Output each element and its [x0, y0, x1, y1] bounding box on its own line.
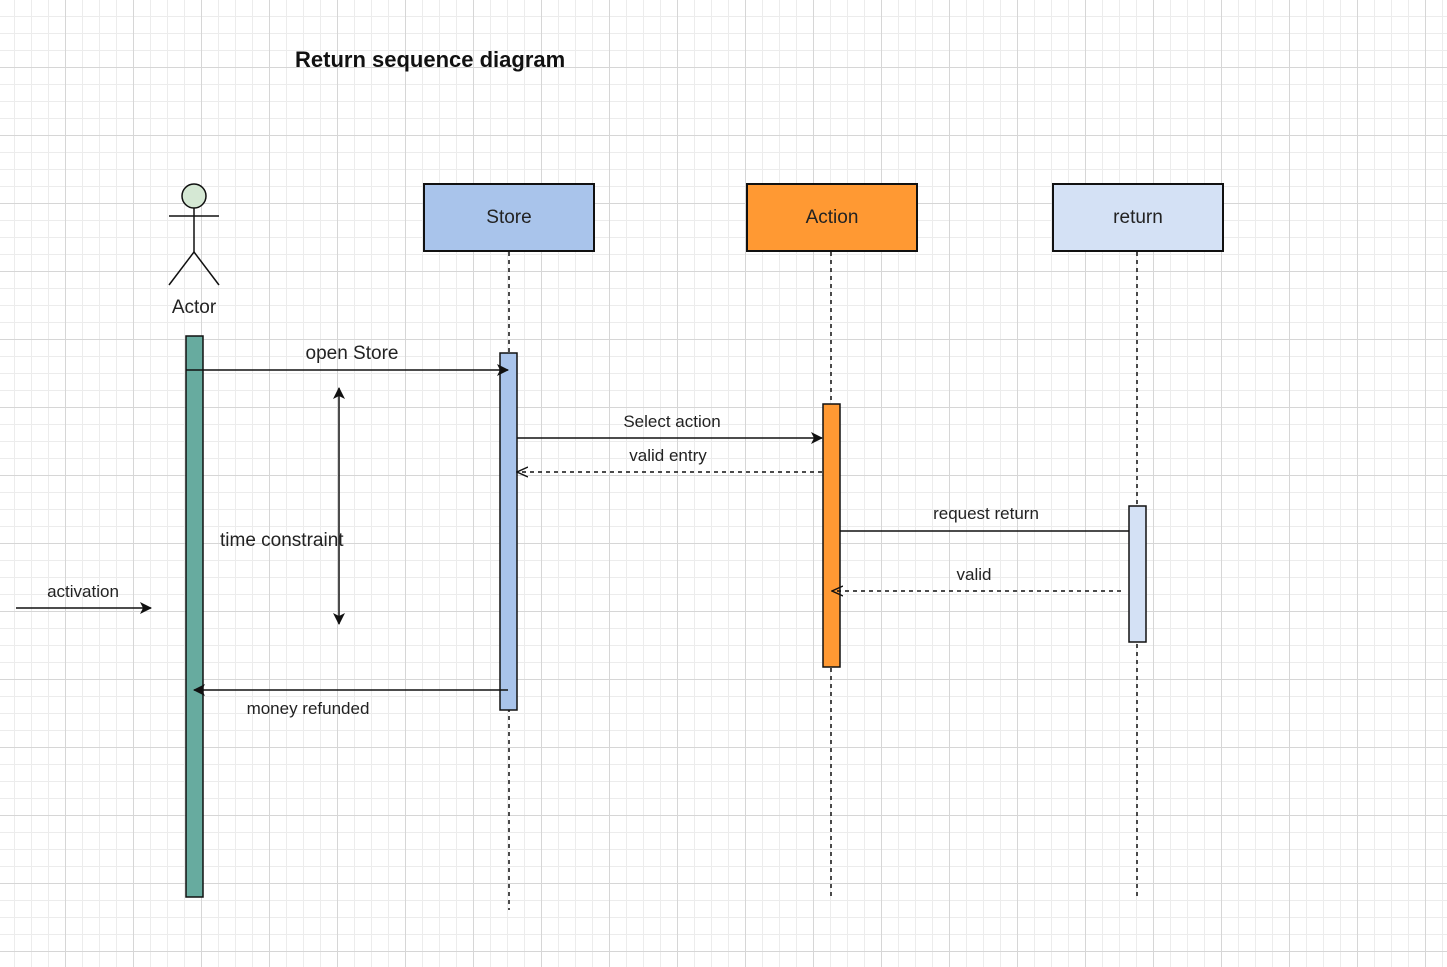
action-activation-bar[interactable] — [822, 403, 841, 668]
diagram-title: Return sequence diagram — [295, 47, 566, 72]
actor-icon[interactable] — [168, 183, 220, 286]
action-lifeline-box[interactable]: Action — [746, 183, 918, 252]
store-activation-bar[interactable] — [499, 352, 518, 711]
valid-label: valid — [956, 565, 992, 584]
actor-activation-bar[interactable] — [185, 335, 204, 898]
store-lifeline-label: Store — [486, 206, 532, 228]
money-refunded-label: money refunded — [246, 699, 370, 718]
actor-label: Actor — [171, 297, 217, 318]
request-return-label: request return — [933, 504, 1039, 523]
action-lifeline-label: Action — [805, 206, 859, 228]
open-store-label: open Store — [305, 343, 399, 364]
activation-label: activation — [47, 582, 119, 601]
return-lifeline-box[interactable]: return — [1052, 183, 1224, 252]
valid-entry-label: valid entry — [629, 446, 707, 465]
return-activation-bar[interactable] — [1128, 505, 1147, 643]
store-lifeline-box[interactable]: Store — [423, 183, 595, 252]
time-constraint-label: time constraint — [220, 530, 344, 551]
return-lifeline-label: return — [1113, 206, 1163, 228]
select-action-label: Select action — [623, 412, 721, 431]
